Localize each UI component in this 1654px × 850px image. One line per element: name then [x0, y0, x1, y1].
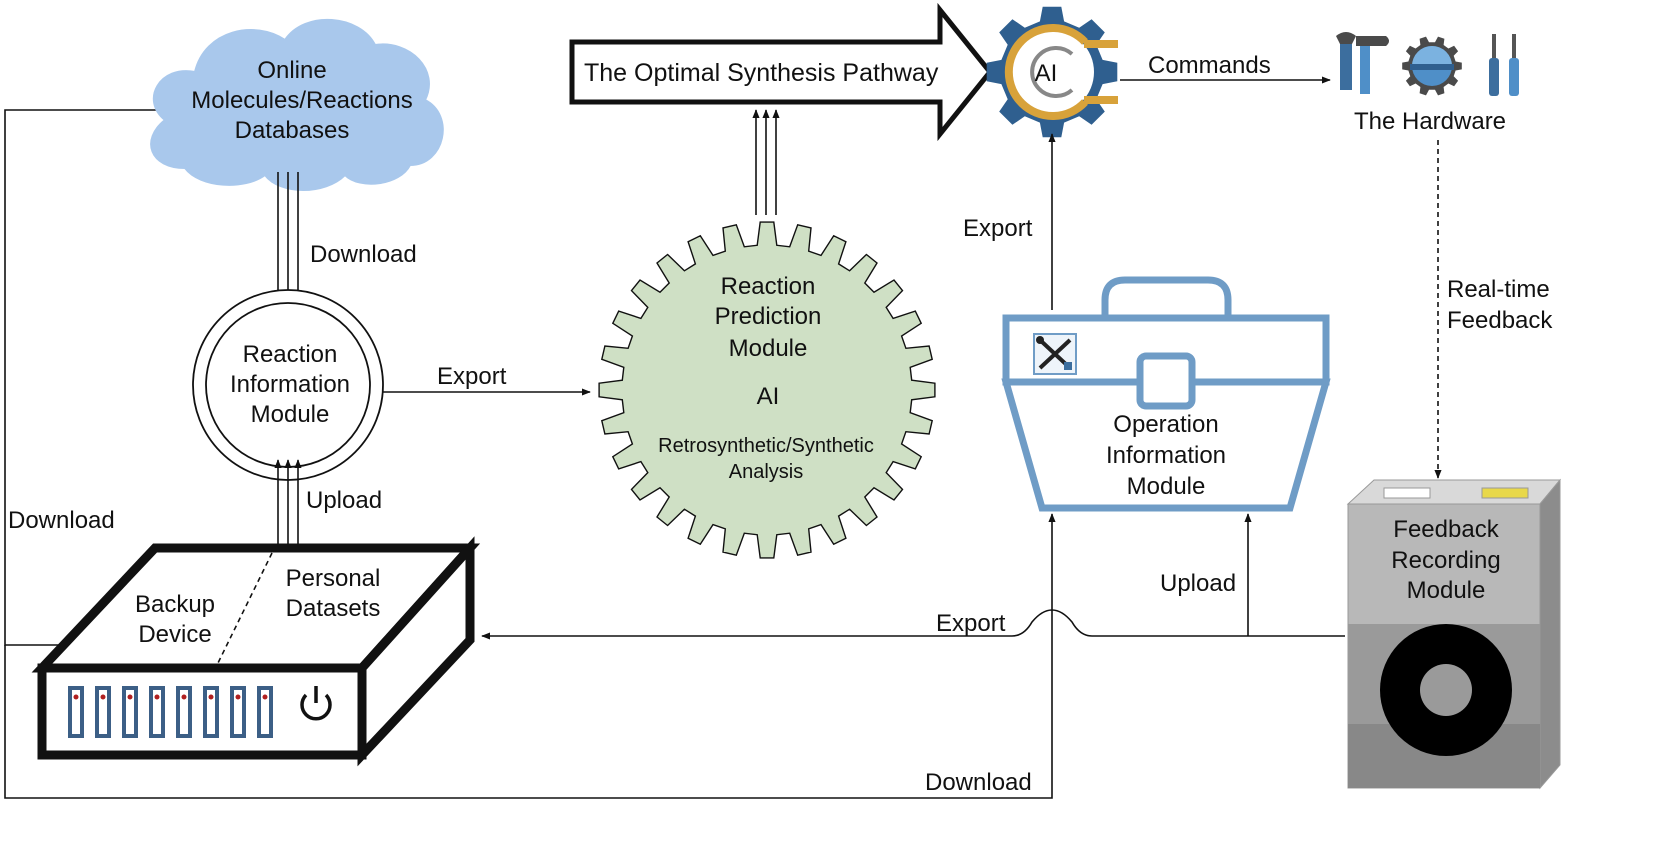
- feedback-line1: Feedback: [1393, 516, 1499, 543]
- prediction-sub2: Analysis: [729, 461, 803, 483]
- reaction-info-line1: Reaction: [243, 341, 338, 368]
- drive-slot: [122, 686, 138, 738]
- backup-label-line1: Backup: [135, 591, 215, 618]
- gear-helmet-icon: [1402, 36, 1462, 96]
- drive-led: [73, 694, 79, 700]
- download-bottom-label: Download: [925, 769, 1032, 796]
- export-op-label: Export: [963, 215, 1033, 242]
- export-fb-arrow: Export: [481, 609, 1345, 640]
- export-fb-label: Export: [936, 610, 1006, 637]
- prediction-to-pathway-arrows: [752, 109, 780, 215]
- personal-label-line1: Personal: [286, 565, 381, 592]
- reaction-information-module: Reaction Information Module: [192, 289, 384, 481]
- reaction-prediction-module: Reaction Prediction Module AI Retrosynth…: [598, 221, 936, 559]
- drive-led: [127, 694, 133, 700]
- drive-slot: [68, 686, 84, 738]
- hardware-label: The Hardware: [1354, 108, 1506, 135]
- power-icon: [300, 686, 332, 721]
- feedback-line2: Recording: [1391, 547, 1500, 574]
- drive-slot: [257, 686, 273, 738]
- download-left-label: Download: [8, 507, 115, 534]
- drive-led: [208, 694, 214, 700]
- reaction-info-line3: Module: [251, 401, 330, 428]
- drive-slot: [149, 686, 165, 738]
- backup-divider: [217, 552, 273, 664]
- pathway-label: The Optimal Synthesis Pathway: [584, 59, 939, 87]
- export-rim-label: Export: [437, 363, 507, 390]
- drive-slots: [68, 686, 273, 738]
- ai-gear-inner-ring: [1030, 46, 1074, 98]
- drive-led: [262, 694, 268, 700]
- cloud-title-line2: Molecules/Reactions: [191, 87, 412, 114]
- backup-device: Backup Device Personal Datasets: [31, 536, 481, 767]
- realtime-label-line2: Feedback: [1447, 307, 1553, 334]
- ai-gear: AI: [986, 6, 1118, 138]
- disc-icon: [1380, 624, 1512, 756]
- screwdrivers-icon: [1489, 34, 1519, 96]
- prediction-gear-shape: [598, 221, 936, 559]
- upload-op-arrow: Upload: [1160, 513, 1252, 636]
- ai-gear-ring: [1004, 24, 1088, 120]
- drive-slot: [230, 686, 246, 738]
- wrench-hammer-icon: [1336, 32, 1389, 94]
- optimal-pathway-arrow: The Optimal Synthesis Pathway: [569, 2, 994, 142]
- drive-slot: [203, 686, 219, 738]
- realtime-feedback-arrow: Real-time Feedback: [1434, 140, 1553, 479]
- operation-line1: Operation: [1113, 411, 1218, 438]
- personal-label-line2: Datasets: [286, 595, 381, 622]
- commands-label: Commands: [1148, 52, 1271, 79]
- prediction-ai: AI: [757, 383, 780, 410]
- feedback-recording-module: Feedback Recording Module: [1346, 478, 1562, 790]
- cloud-shape: [150, 19, 444, 191]
- tools-icon: [1033, 333, 1077, 375]
- download-bottom-arrow: Download: [4, 513, 1056, 799]
- cloud-title-line1: Online: [257, 57, 326, 84]
- operation-line3: Module: [1127, 473, 1206, 500]
- realtime-label-line1: Real-time: [1447, 276, 1550, 303]
- cloud-title-line3: Databases: [235, 117, 350, 144]
- drive-slot: [95, 686, 111, 738]
- drive-slot: [176, 686, 192, 738]
- download-triple-arrow: Download: [274, 172, 417, 299]
- prediction-sub1: Retrosynthetic/Synthetic: [658, 435, 874, 457]
- drive-led: [235, 694, 241, 700]
- upload-rim-label: Upload: [306, 487, 382, 514]
- commands-arrow: Commands: [1120, 52, 1331, 84]
- ai-gear-label: AI: [1035, 60, 1058, 87]
- operation-information-module: Operation Information Module: [1001, 276, 1331, 512]
- download-left-connector: [4, 109, 170, 649]
- hardware-tools: The Hardware: [1336, 32, 1519, 135]
- upload-op-label: Upload: [1160, 570, 1236, 597]
- online-databases-cloud: Online Molecules/Reactions Databases: [150, 19, 444, 191]
- export-op-arrow: Export: [963, 133, 1056, 310]
- operation-line2: Information: [1106, 442, 1226, 469]
- feedback-line3: Module: [1407, 577, 1486, 604]
- export-rim-arrow: Export: [383, 363, 591, 396]
- prediction-line2: Prediction: [715, 303, 822, 330]
- prediction-line1: Reaction: [721, 273, 816, 300]
- reaction-info-line2: Information: [230, 371, 350, 398]
- download-cloud-label: Download: [310, 241, 417, 268]
- drive-led: [100, 694, 106, 700]
- drive-led: [154, 694, 160, 700]
- backup-label-line2: Device: [138, 621, 211, 648]
- drive-led: [181, 694, 187, 700]
- prediction-line3: Module: [729, 335, 808, 362]
